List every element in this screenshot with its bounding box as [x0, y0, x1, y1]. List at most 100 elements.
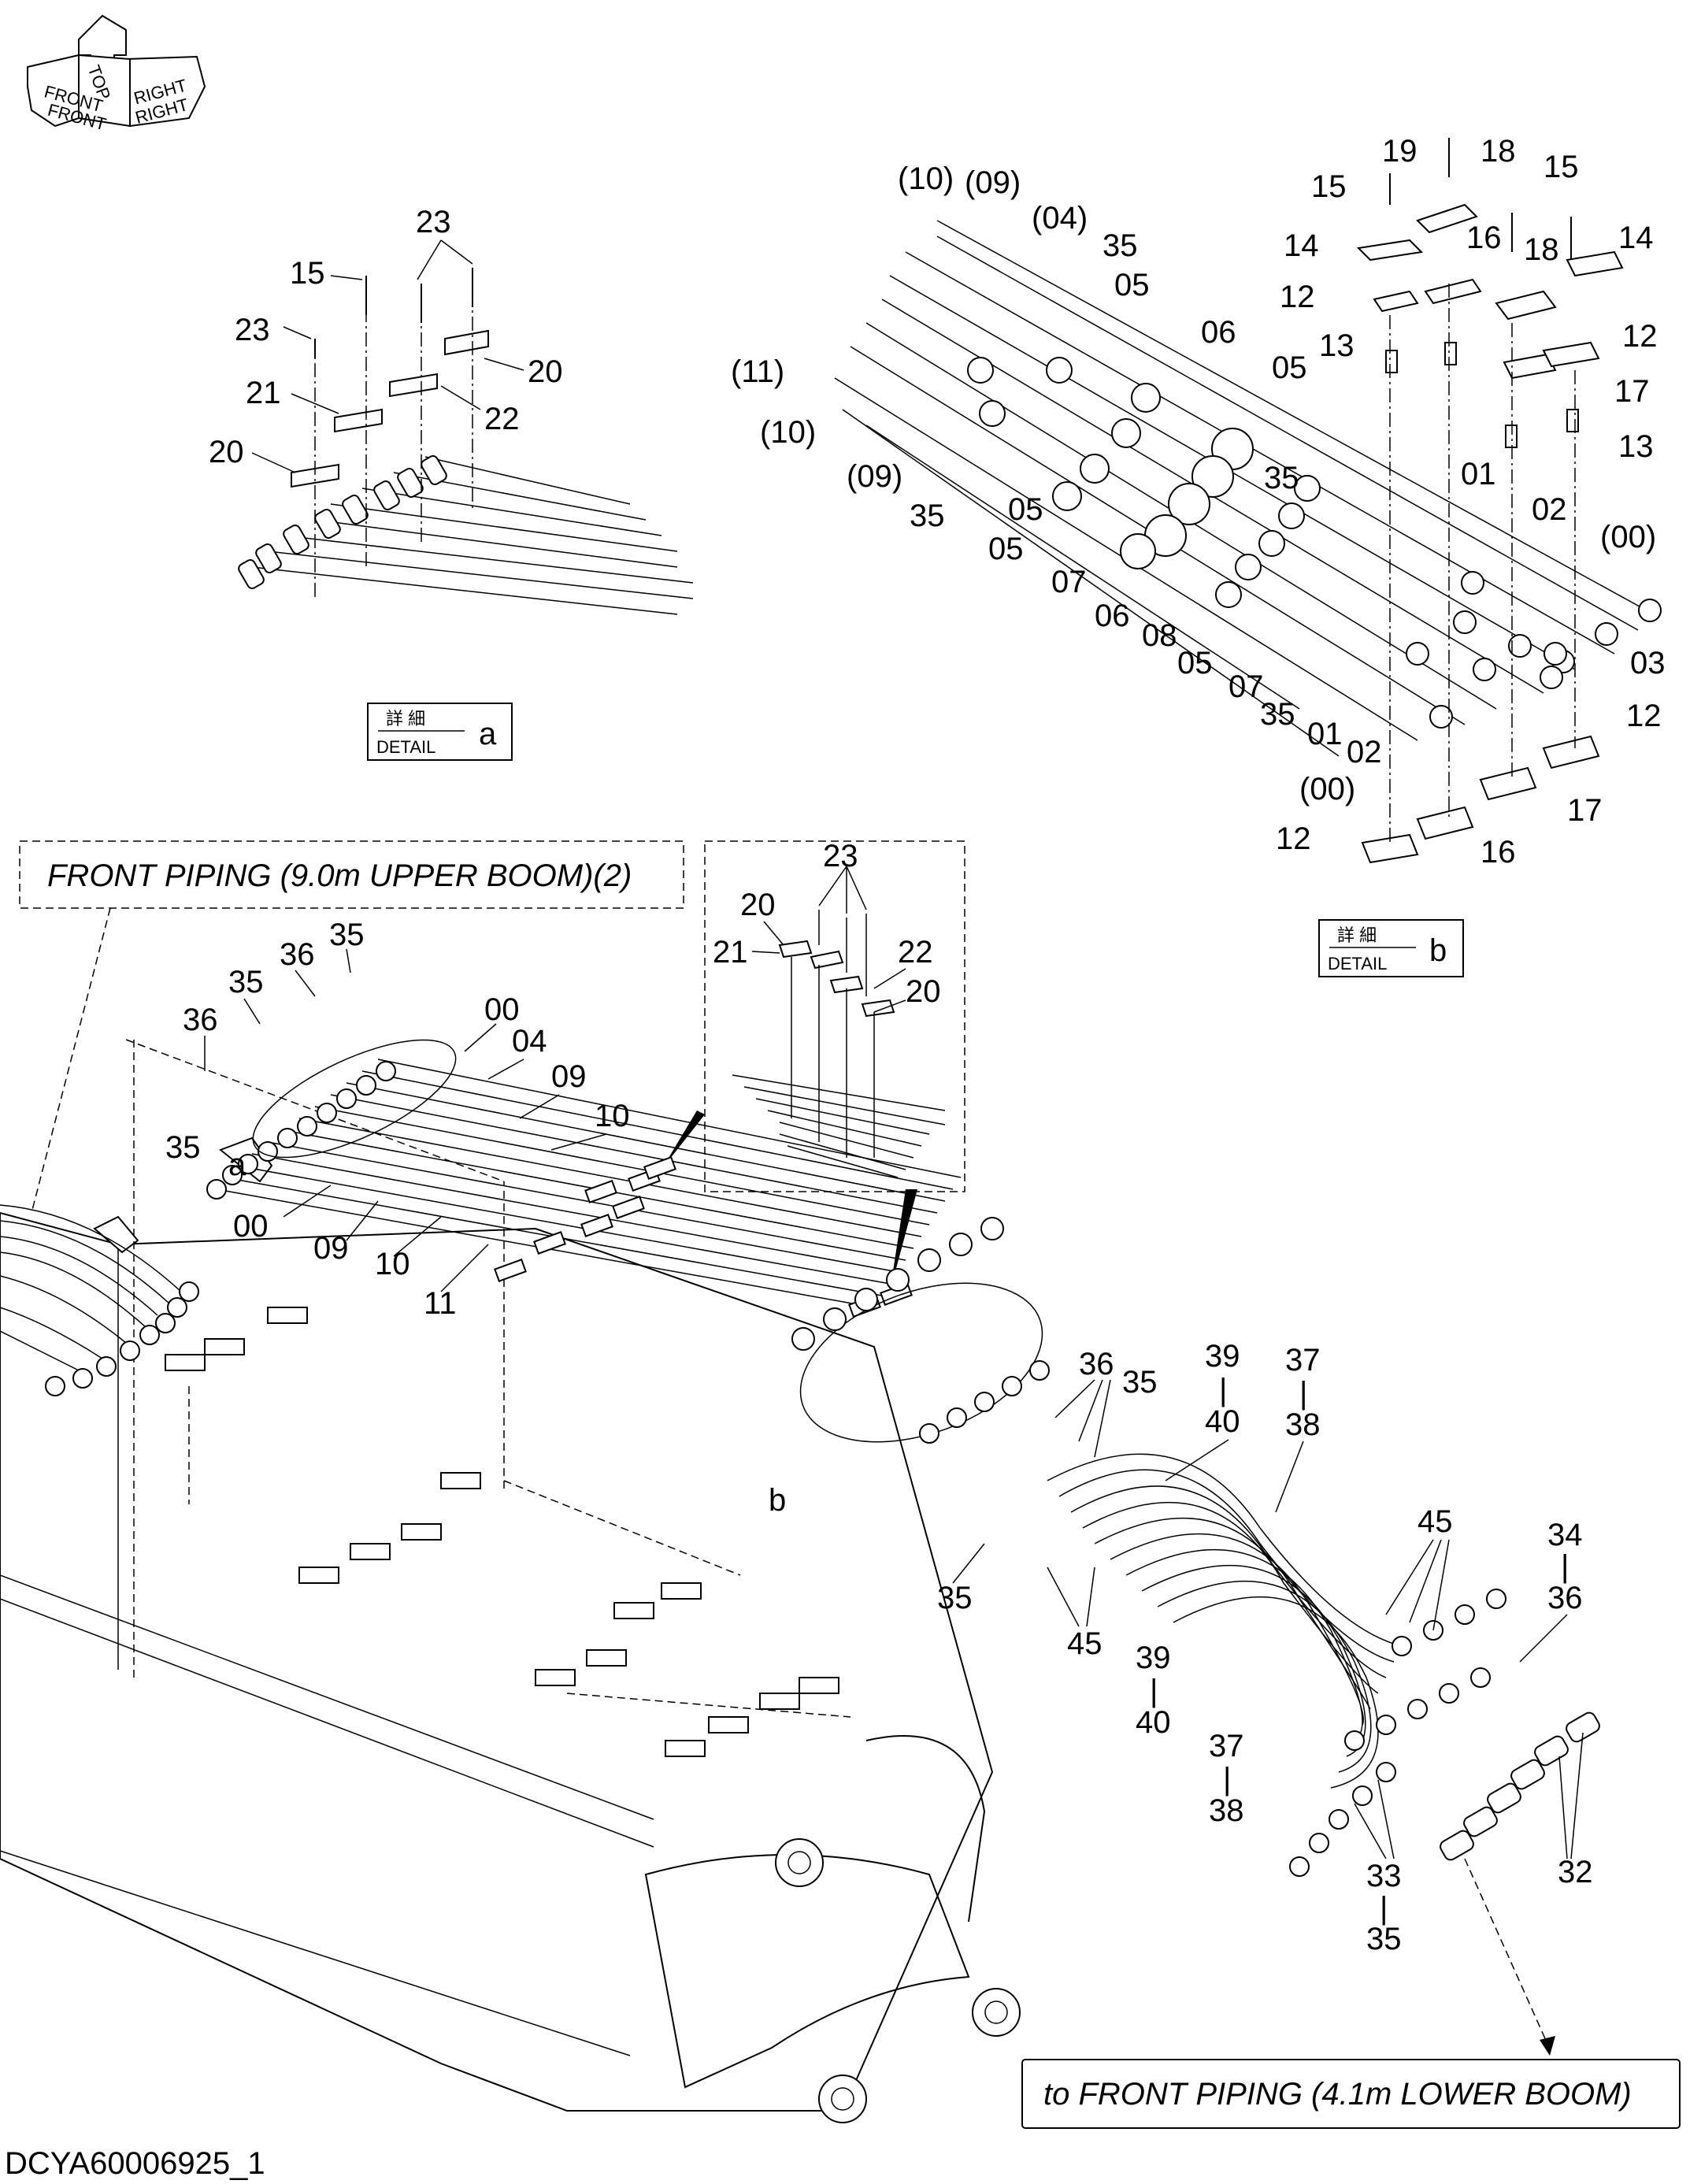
inset-detail-box [704, 840, 965, 1192]
callout-detail-b-12-lower-left: 12 [1276, 821, 1311, 856]
callout-main-a: a [228, 1148, 246, 1182]
callout-detail-b-07-left: 07 [1051, 565, 1087, 599]
callout-detail-b-07-bottom: 07 [1228, 669, 1264, 704]
callout-detail-a-20-left: 20 [209, 435, 244, 469]
detail-a-indicator [252, 1039, 457, 1159]
callout-detail-b-18-mid: 18 [1524, 232, 1559, 267]
callout-detail-a-21: 21 [246, 376, 281, 410]
callout-main-45-bottom: 45 [1067, 1626, 1102, 1661]
detail-a-letter: a [479, 717, 497, 751]
callout-main-35-d: 35 [1122, 1365, 1158, 1400]
detail-b-caption: DETAIL [1328, 954, 1387, 973]
detail-a-drawing [238, 239, 694, 615]
callout-detail-b-12-left: 12 [1280, 280, 1315, 314]
callout-detail-b-10-bottom: (10) [760, 415, 816, 450]
callout-detail-b-14-left: 14 [1284, 228, 1319, 263]
callout-main-36-b: 36 [183, 1003, 218, 1037]
callout-detail-b-00-bottom: (00) [1299, 772, 1355, 806]
callout-main-35-c: 35 [165, 1130, 201, 1165]
callout-main-36-a: 36 [280, 937, 315, 972]
inset-hose-lines [732, 1074, 946, 1178]
callout-inset-22: 22 [898, 935, 933, 970]
callout-detail-b-12-right: 12 [1622, 319, 1658, 354]
callout-main-39-top: 39 [1205, 1339, 1240, 1374]
detail-b-indicator [799, 1282, 1043, 1443]
callout-main-34: 34 [1547, 1518, 1583, 1552]
left-hose-bundle [0, 1204, 182, 1371]
callout-main-35-a: 35 [329, 918, 365, 952]
callout-detail-b-01-bottom: 01 [1307, 717, 1343, 751]
s-hose-bundle [1047, 1453, 1403, 1789]
callout-detail-b-15-left: 15 [1311, 169, 1347, 204]
callout-detail-b-03: 03 [1630, 646, 1666, 680]
callout-main-38-bottom: 38 [1209, 1793, 1244, 1828]
callout-detail-b-00-top: (00) [1600, 520, 1656, 554]
callout-detail-b-04: (04) [1032, 201, 1088, 235]
callout-main-11: 11 [424, 1286, 457, 1321]
callout-detail-a-22: 22 [484, 402, 520, 436]
callout-detail-b-35-bottom: 35 [1260, 697, 1295, 732]
detail-b-label-box: 詳 細 DETAIL b [1318, 919, 1464, 977]
callout-separator-39-40-bottom: | [1150, 1674, 1158, 1708]
callout-inset-20-top: 20 [740, 888, 776, 922]
callout-main-37-bottom: 37 [1209, 1729, 1244, 1763]
callout-detail-a-15: 15 [290, 256, 325, 291]
callout-detail-b-14-right: 14 [1618, 221, 1654, 255]
callout-main-09-bottom: 09 [313, 1231, 349, 1266]
detail-b-kanji: 詳 細 [1337, 925, 1377, 945]
orientation-icon: TOP FRONT FRONT RIGHT RIGHT [27, 14, 206, 134]
detail-b-letter: b [1429, 933, 1447, 968]
callout-main-35-e: 35 [937, 1581, 973, 1615]
callout-detail-b-05-left: 05 [988, 532, 1024, 566]
callout-main-32: 32 [1558, 1855, 1593, 1889]
callout-detail-b-19: 19 [1382, 134, 1418, 169]
detail-a-kanji: 詳 細 [386, 709, 425, 729]
callout-detail-b-05-mid: 05 [1008, 492, 1043, 527]
callout-detail-b-08: 08 [1142, 618, 1177, 653]
callout-detail-b-06-top: 06 [1201, 315, 1236, 350]
callout-main-40-bottom: 40 [1136, 1705, 1171, 1740]
callout-separator-37-38-top: | [1299, 1376, 1307, 1411]
callout-main-35-f: 35 [1366, 1922, 1402, 1956]
callout-detail-b-16-top: 16 [1466, 221, 1502, 255]
callout-inset-20-bottom: 20 [906, 974, 941, 1009]
to-lower-boom-title: to FRONT PIPING (4.1m LOWER BOOM) [1043, 2077, 1632, 2112]
callout-detail-b-17-top: 17 [1614, 374, 1650, 409]
detail-a-caption: DETAIL [376, 737, 435, 757]
callout-detail-b-35-left: 35 [910, 499, 945, 533]
callout-detail-b-35-top: 35 [1102, 228, 1138, 263]
callout-detail-b-13-right: 13 [1618, 429, 1654, 464]
callout-detail-b-05-right: 05 [1272, 350, 1307, 385]
boom-body [0, 1039, 1021, 2123]
callout-detail-b-35-right: 35 [1264, 461, 1299, 495]
callout-detail-b-17-bottom: 17 [1567, 793, 1603, 828]
detail-b-drawing [834, 138, 1662, 864]
callout-detail-b-11: (11) [731, 354, 784, 389]
callout-main-45-top: 45 [1418, 1504, 1453, 1539]
callout-detail-b-02-top: 02 [1532, 492, 1567, 527]
inset-leader-arrow [662, 1111, 705, 1170]
callout-detail-b-13-left: 13 [1319, 328, 1354, 363]
callout-detail-b-15-right: 15 [1544, 150, 1579, 184]
callout-detail-b-16-bottom: 16 [1480, 835, 1516, 870]
callout-inset-21: 21 [713, 935, 748, 970]
callout-main-10-top: 10 [595, 1099, 630, 1133]
front-piping-title-box [19, 840, 684, 909]
callout-main-37-top: 37 [1285, 1343, 1321, 1378]
document-id: DCYA60006925_1 [5, 2146, 265, 2181]
callout-main-09-top: 09 [551, 1059, 587, 1094]
callout-detail-a-20-right: 20 [528, 354, 563, 389]
callout-detail-b-06-bottom: 06 [1095, 599, 1130, 633]
main-hose-bundle [216, 1059, 962, 1308]
callout-detail-b-05-bottom: 05 [1177, 646, 1213, 680]
callout-detail-a-23-left: 23 [235, 313, 270, 347]
callout-main-33: 33 [1366, 1859, 1402, 1893]
front-piping-title: FRONT PIPING (9.0m UPPER BOOM)(2) [47, 858, 632, 893]
detail-a-label-box: 詳 細 DETAIL a [367, 703, 513, 761]
callout-detail-b-10-top: (10) [898, 161, 954, 196]
callout-separator-37-38-bottom: | [1223, 1762, 1231, 1797]
callout-main-04: 04 [512, 1024, 547, 1059]
callout-main-36-c: 36 [1079, 1347, 1114, 1381]
